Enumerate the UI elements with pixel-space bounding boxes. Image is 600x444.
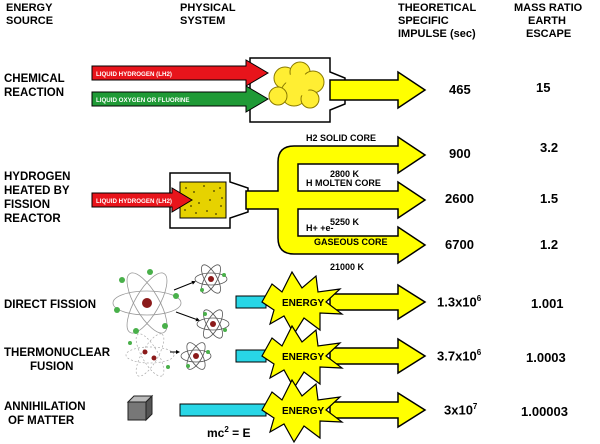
mass-ratio-annihilation: 1.00003 — [521, 404, 568, 419]
fission-reactor — [169, 172, 249, 229]
impulse-gaseous-core: 6700 — [445, 237, 474, 252]
mass-ratio-chemical: 15 — [536, 80, 551, 95]
arrow-label-oxidizer: LIQUID OXYGEN OR FLUORINE — [96, 97, 190, 104]
impulse-thermonuclear: 3.7x106 — [437, 348, 482, 364]
header-mass-ratio: MASS RATIO EARTH ESCAPE — [514, 2, 583, 40]
chemical-exhaust-arrow — [329, 70, 427, 110]
chemical-engine — [249, 57, 427, 123]
impulse-direct-fission: 1.3x106 — [437, 294, 482, 310]
annihilation-thrust: ENERGY — [179, 378, 427, 444]
header-specific-impulse: THEORETICAL SPECIFIC IMPULSE (sec) — [398, 2, 477, 40]
impulse-molten-core: 2600 — [445, 191, 474, 206]
energy-burst-1-label: ENERGY — [282, 298, 325, 309]
energy-burst-2-label: ENERGY — [282, 352, 325, 363]
matter-cube — [126, 394, 154, 422]
mass-ratio-solid-core: 3.2 — [540, 140, 559, 155]
combustion-cloud — [268, 61, 325, 109]
arrow-label-reactor-lh2: LIQUID HYDROGEN (LH2) — [96, 198, 172, 205]
energy-burst-2 — [261, 324, 344, 390]
energy-burst-3 — [261, 378, 344, 444]
reactor-hydrogen-input-arrow: LIQUID HYDROGEN (LH2) — [91, 187, 193, 213]
energy-burst-3-label: ENERGY — [282, 406, 325, 417]
oxidizer-input-arrow: LIQUID OXYGEN OR FLUORINE — [91, 85, 269, 113]
source-chemical-reaction: CHEMICAL REACTION — [4, 73, 65, 99]
header-energy-source: ENERGY SOURCE — [6, 2, 54, 27]
source-thermonuclear-fusion: THERMONUCLEAR FUSION — [4, 347, 111, 373]
large-atom — [112, 272, 182, 334]
source-annihilation: ANNIHILATION OF MATTER — [4, 401, 86, 427]
branch-molten-core-temp: 5250 K — [330, 217, 360, 227]
branch-gaseous-ions: H+ +e- — [306, 223, 334, 233]
mass-ratio-gaseous-core: 1.2 — [540, 237, 559, 252]
arrow-label-lh2: LIQUID HYDROGEN (LH2) — [96, 71, 172, 78]
source-direct-fission: DIRECT FISSION — [4, 299, 97, 311]
mass-ratio-thermonuclear: 1.0003 — [526, 350, 566, 365]
fusion-atoms — [125, 333, 212, 377]
header-physical-system: PHYSICAL SYSTEM — [180, 2, 236, 27]
fusion-thrust: ENERGY — [235, 324, 427, 390]
source-fission-reactor: HYDROGEN HEATED BY FISSION REACTOR — [4, 171, 71, 225]
reactor-exhaust-manifold — [245, 135, 427, 265]
mass-ratio-molten-core: 1.5 — [540, 191, 559, 206]
hydrogen-input-arrow: LIQUID HYDROGEN (LH2) — [91, 59, 269, 87]
energy-burst-1 — [261, 270, 344, 336]
mass-energy-equation: mc2 = E — [207, 425, 251, 440]
branch-gaseous-core-label: GASEOUS CORE — [314, 237, 388, 247]
branch-solid-core-label: H2 SOLID CORE — [306, 133, 376, 143]
impulse-solid-core: 900 — [449, 146, 471, 161]
branch-molten-core-label: H MOLTEN CORE — [306, 178, 381, 188]
impulse-chemical: 465 — [449, 82, 471, 97]
branch-solid-core-temp: 2800 K — [330, 169, 360, 179]
impulse-annihilation: 3x107 — [444, 402, 478, 418]
branch-gaseous-core-temp: 21000 K — [330, 262, 365, 272]
direct-fission-thrust: ENERGY — [235, 270, 427, 336]
fission-atoms — [112, 264, 230, 339]
mass-ratio-direct-fission: 1.001 — [531, 296, 564, 311]
